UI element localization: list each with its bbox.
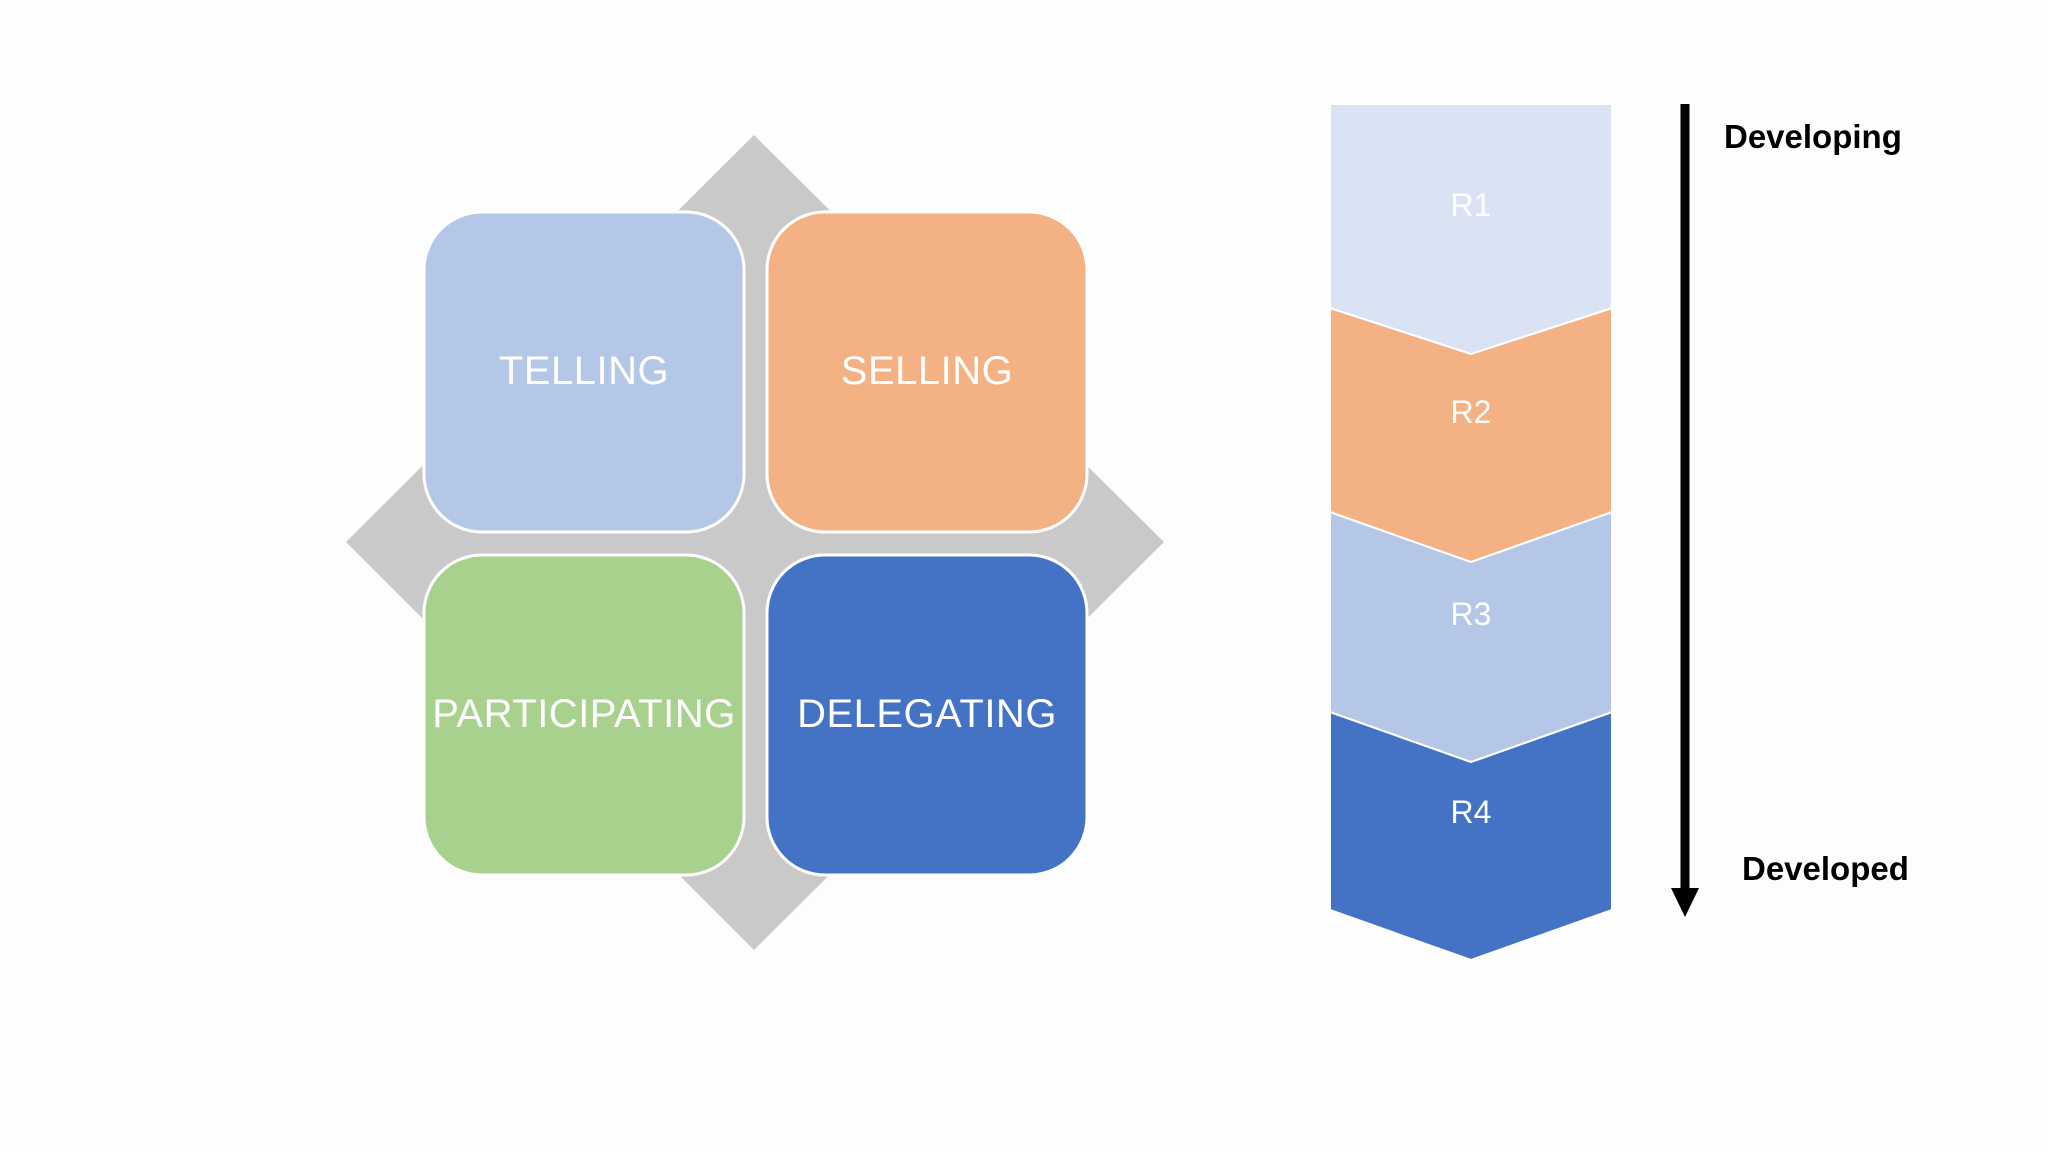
quadrant-telling-box [422, 210, 746, 534]
quadrant-delegating-label: DELEGATING [797, 692, 1057, 736]
quadrant-telling: TELLING [422, 210, 746, 534]
quadrant-selling-label: SELLING [841, 349, 1013, 393]
axis-bottom-label: Developed [1742, 850, 1909, 887]
quadrant-participating: PARTICIPATING [422, 553, 746, 877]
chevron-r1 [1329, 103, 1613, 356]
chevron-r1-label: R1 [1451, 187, 1492, 223]
quadrant-participating-label: PARTICIPATING [432, 692, 736, 736]
chevron-r2-label: R2 [1451, 394, 1492, 430]
quadrant-selling-box [765, 210, 1089, 534]
chevron-r4-label: R4 [1451, 794, 1492, 830]
quadrant-telling-label: TELLING [499, 349, 669, 393]
axis-top-label: Developing [1724, 118, 1902, 155]
quadrant-delegating: DELEGATING [765, 553, 1089, 877]
development-arrow [1671, 104, 1699, 917]
chevron-r3-label: R3 [1451, 596, 1492, 632]
quadrant-delegating-box [765, 553, 1089, 877]
arrow-down-icon [1671, 888, 1699, 917]
quadrant-selling: SELLING [765, 210, 1089, 534]
readiness-column: R1 R2 R3 R4 [1329, 103, 1613, 962]
quadrant-participating-box [422, 553, 746, 877]
